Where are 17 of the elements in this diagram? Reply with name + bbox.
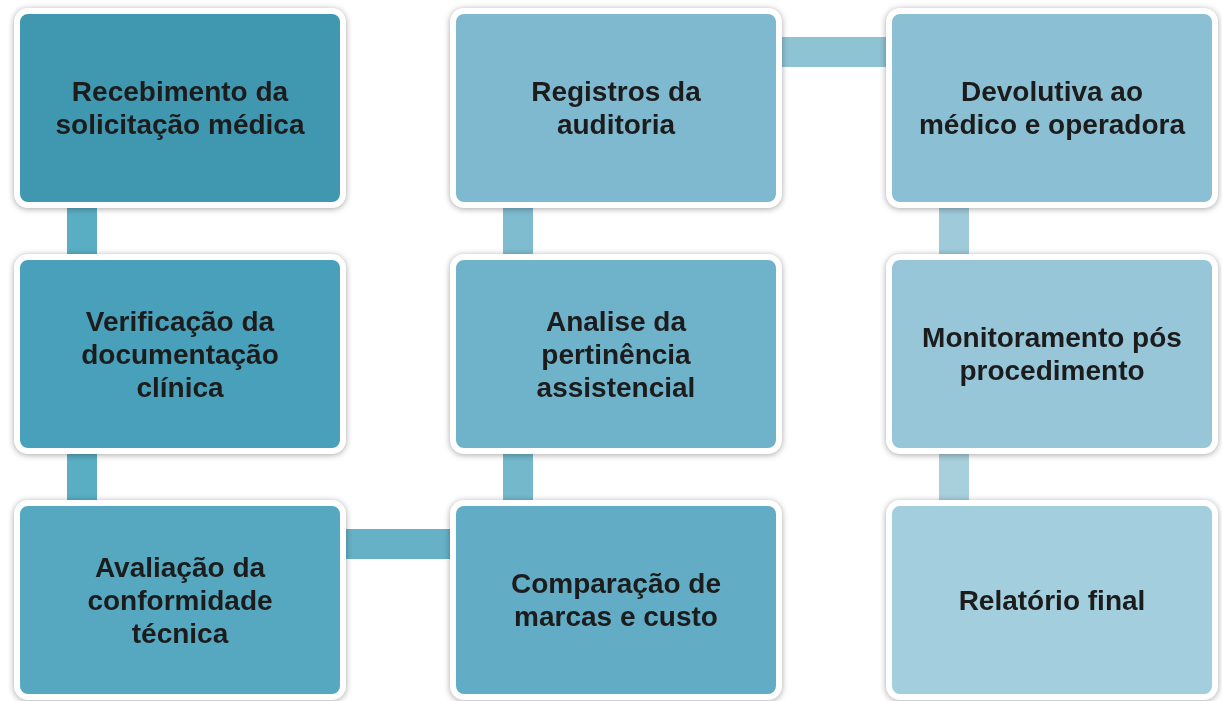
box-text: Relatório final [958,583,1146,617]
connector-bar [67,208,97,254]
connector-bar [782,37,886,67]
connector-bar [346,529,450,559]
box-text: Devolutiva ao médico e operadora [917,75,1187,141]
connector-bar [503,454,533,500]
box-text: Verificação da documentação clínica [80,304,280,404]
connector-bar [67,454,97,500]
box-text: Avaliação da conformidade técnica [86,550,274,650]
box-text: Analise da pertinência assistencial [535,304,697,404]
box-text: Comparação de marcas e custo [509,567,723,633]
box-text: Registros da auditoria [530,75,702,141]
box-text: Monitoramento pós procedimento [921,321,1183,387]
connector-bar [939,208,969,254]
connector-bar [939,454,969,500]
box-text: Recebimento da solicitação médica [54,75,306,141]
connector-bar [503,208,533,254]
